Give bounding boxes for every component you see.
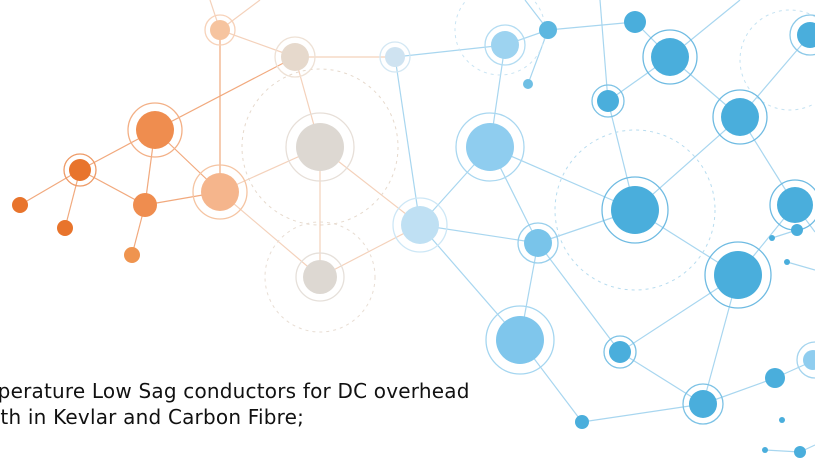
node-blue-24 — [779, 417, 785, 423]
node-blue-17 — [609, 341, 631, 363]
node-blue-25 — [762, 447, 768, 453]
node-blue-5 — [539, 21, 557, 39]
node-blue-22 — [791, 224, 803, 236]
node-blue-15 — [777, 187, 813, 223]
node-orange-2 — [69, 159, 91, 181]
node-peach-2 — [210, 20, 230, 40]
node-blue-23 — [784, 259, 790, 265]
node-blue-18 — [689, 390, 717, 418]
node-blue-4 — [491, 31, 519, 59]
node-grey-1 — [281, 43, 309, 71]
node-orange-1 — [12, 197, 28, 213]
node-blue-27 — [803, 350, 815, 370]
node-blue-2 — [401, 206, 439, 244]
node-orange-6 — [124, 247, 140, 263]
node-blue-6 — [523, 79, 533, 89]
node-blue-1 — [385, 47, 405, 67]
caption-line-2: oth in Kevlar and Carbon Fibre; — [0, 405, 305, 429]
node-rings — [63, 14, 815, 425]
node-grey-2 — [296, 123, 344, 171]
network-nodes — [12, 11, 815, 458]
slide-caption: mperature Low Sag conductors for DC over… — [0, 378, 815, 430]
node-blue-16 — [797, 22, 815, 48]
node-blue-19 — [765, 368, 785, 388]
node-blue-8 — [496, 316, 544, 364]
node-blue-7 — [524, 229, 552, 257]
node-grey-3 — [303, 260, 337, 294]
node-peach-1 — [201, 173, 239, 211]
node-blue-21 — [769, 235, 775, 241]
node-blue-14 — [714, 251, 762, 299]
node-orange-4 — [136, 111, 174, 149]
node-blue-3 — [466, 123, 514, 171]
node-blue-13 — [721, 98, 759, 136]
node-blue-26 — [794, 446, 806, 458]
node-blue-10 — [597, 90, 619, 112]
node-blue-12 — [611, 186, 659, 234]
node-blue-11 — [651, 38, 689, 76]
caption-line-1: mperature Low Sag conductors for DC over… — [0, 379, 470, 403]
node-blue-20 — [575, 415, 589, 429]
node-orange-5 — [133, 193, 157, 217]
node-orange-3 — [57, 220, 73, 236]
node-blue-9 — [624, 11, 646, 33]
